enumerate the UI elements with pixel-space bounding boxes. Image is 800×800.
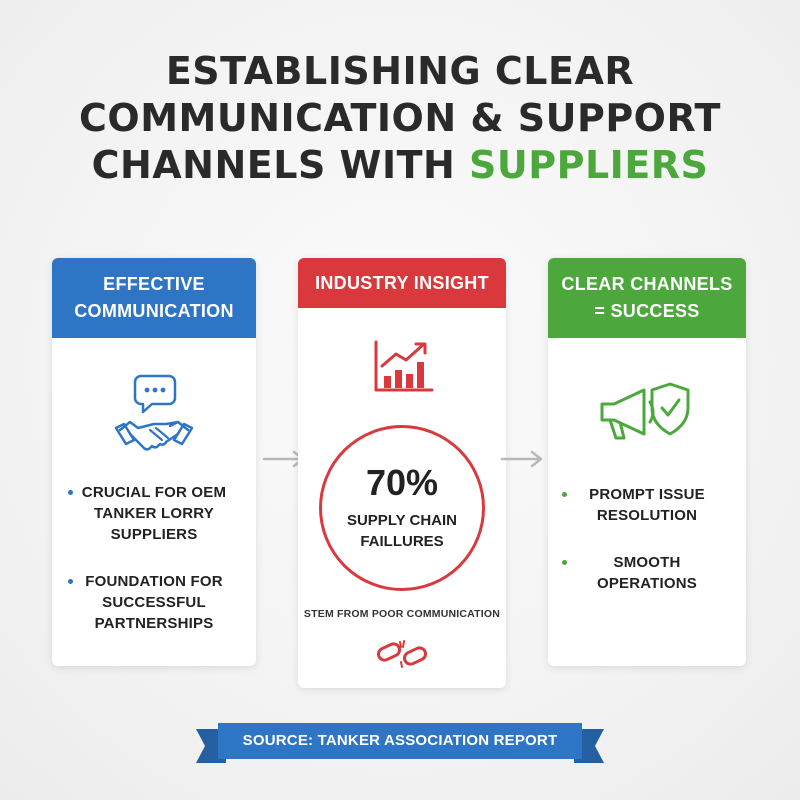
industry-insight-card: INDUSTRY INSIGHT 70% SUPPLY CHAIN FAILLU… [298,258,506,688]
card-header: CLEAR CHANNELS = SUCCESS [548,258,746,338]
bullet-line-2: SUCCESSFUL [102,594,206,611]
effective-communication-card: EFFECTIVE COMMUNICATION CRUCIAL FOR OEM … [52,258,256,666]
arrow-right-icon [500,449,546,474]
card-header-label: INDUSTRY INSIGHT [315,272,489,293]
bullet-line-1: CRUCIAL FOR OEM [81,484,227,501]
bullet-dot-icon [562,492,567,497]
bullet-line-1: FOUNDATION FOR [85,573,223,590]
bullet-dot-icon [68,579,73,584]
stat-label: SUPPLY CHAIN FAILLURES [322,510,482,552]
stat-label-line-2: FAILLURES [360,533,444,550]
title-line-3-prefix: CHANNELS WITH [91,143,470,187]
clear-channels-card: CLEAR CHANNELS = SUCCESS PROMPT ISSUE RE… [548,258,746,666]
card-header-line-1: EFFECTIVE [103,274,205,294]
title-line-1: ESTABLISHING CLEAR [165,49,635,93]
bullet-list: CRUCIAL FOR OEM TANKER LORRY SUPPLIERS F… [52,482,256,634]
bar-chart-growth-icon [372,338,434,399]
page-title: ESTABLISHING CLEAR COMMUNICATION & SUPPO… [0,48,800,189]
bullet-line-3: PARTNERSHIPS [94,615,214,632]
stat-label-line-1: SUPPLY CHAIN [346,512,458,529]
bullet-line-2: RESOLUTION [596,507,698,524]
list-item: PROMPT ISSUE RESOLUTION [548,484,746,526]
card-header-line-1: CLEAR CHANNELS [561,274,733,294]
list-item: FOUNDATION FOR SUCCESSFUL PARTNERSHIPS [52,571,256,634]
bullet-line-1: SMOOTH [613,554,681,571]
card-header-line-2: COMMUNICATION [74,301,234,321]
bullet-line-1: PROMPT ISSUE [589,486,705,503]
handshake-chat-icon [114,368,194,473]
title-line-3: CHANNELS WITH SUPPLIERS [0,142,800,189]
bullet-list: PROMPT ISSUE RESOLUTION SMOOTH OPERATION… [548,484,746,594]
title-line-2: COMMUNICATION & SUPPORT [79,96,721,140]
stat-note: STEM FROM POOR COMMUNICATION [303,608,501,620]
stat-value: 70% [365,462,439,503]
card-header-line-2: = SUCCESS [594,301,700,321]
megaphone-shield-icon [596,378,696,453]
source-ribbon: SOURCE: TANKER ASSOCIATION REPORT [196,717,604,765]
bullet-line-2: TANKER LORRY SUPPLIERS [94,505,214,543]
stat-circle: 70% SUPPLY CHAIN FAILLURES [319,425,485,591]
bullet-line-2: OPERATIONS [596,575,698,592]
bullet-dot-icon [68,490,73,495]
broken-chain-icon [374,638,430,675]
source-label: SOURCE: TANKER ASSOCIATION REPORT [218,723,582,759]
card-header: EFFECTIVE COMMUNICATION [52,258,256,338]
card-header: INDUSTRY INSIGHT [298,258,506,308]
list-item: CRUCIAL FOR OEM TANKER LORRY SUPPLIERS [52,482,256,545]
title-accent: SUPPLIERS [469,143,709,187]
list-item: SMOOTH OPERATIONS [548,552,746,594]
bullet-dot-icon [562,560,567,565]
